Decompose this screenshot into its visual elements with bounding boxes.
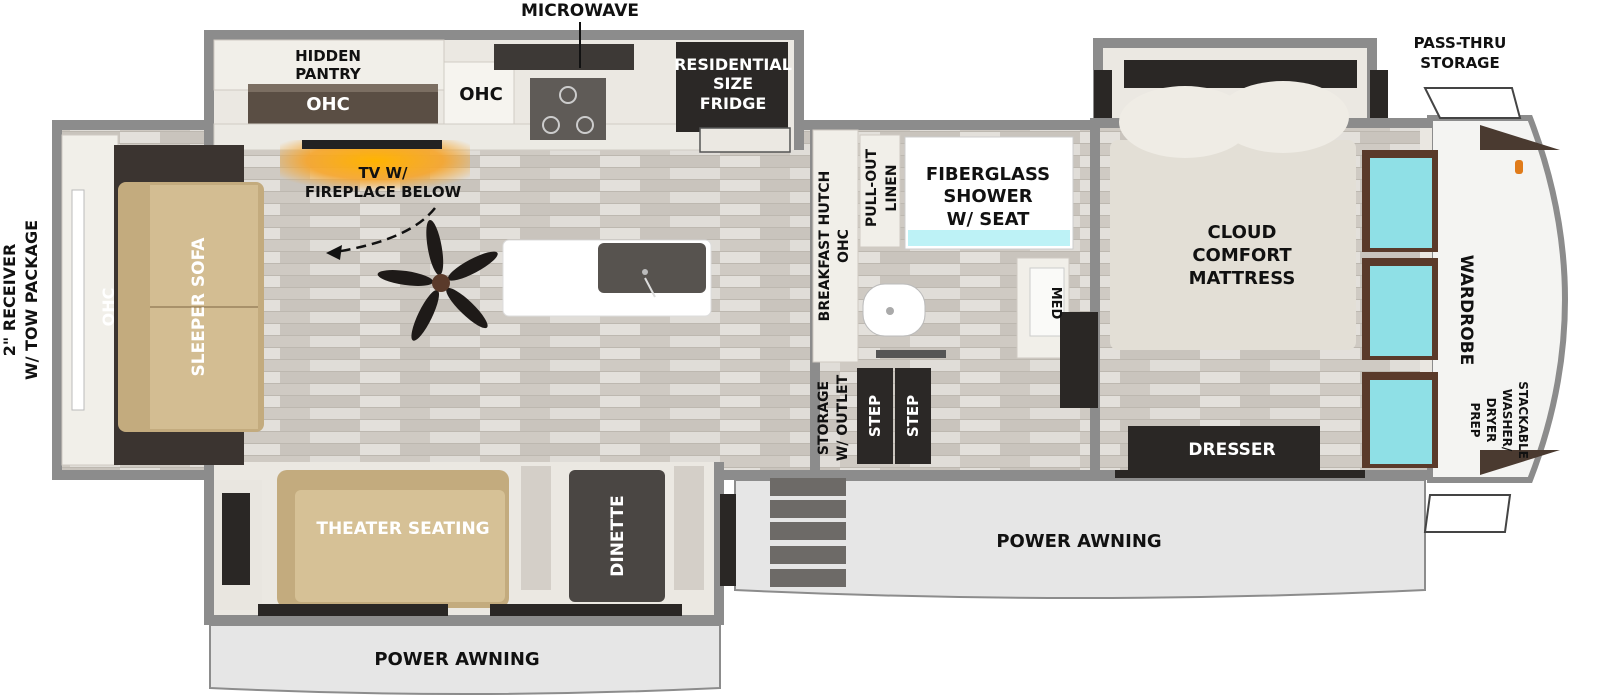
dinette-table xyxy=(569,470,665,602)
washer-dryer-label-3: DRYER xyxy=(1484,398,1498,443)
storage-outlet-label-2: W/ OUTLET xyxy=(835,374,851,461)
dresser-label: DRESSER xyxy=(1188,440,1275,460)
ohc-rear-label: OHC xyxy=(99,288,118,327)
breakfast-hutch-label-1: BREAKFAST HUTCH xyxy=(817,171,833,322)
receiver-label-2: W/ TOW PACKAGE xyxy=(22,220,41,380)
pillow-left xyxy=(1119,86,1251,158)
mattress-label-1: CLOUD xyxy=(1208,222,1277,243)
microwave-label: MICROWAVE xyxy=(521,1,639,21)
fridge-label-1: RESIDENTIAL xyxy=(674,55,792,74)
step-label-2: STEP xyxy=(904,395,922,437)
wardrobe-doors xyxy=(1362,150,1438,468)
ohc-kitchen-label: OHC xyxy=(459,84,503,105)
ohc-pantry-label: OHC xyxy=(306,94,350,115)
step-label-1: STEP xyxy=(866,395,884,437)
pass-thru-label-2: STORAGE xyxy=(1420,54,1500,72)
dinette-bench-right xyxy=(674,466,704,590)
washer-dryer-label-1: STACKABLE xyxy=(1516,381,1530,459)
power-awning-slide-label: POWER AWNING xyxy=(374,649,539,670)
power-awning-main-label: POWER AWNING xyxy=(996,531,1161,552)
pass-thru-door-top xyxy=(1423,87,1522,119)
tv-unit xyxy=(302,140,442,149)
med-label: MED xyxy=(1048,287,1063,320)
burner-icon xyxy=(559,86,577,104)
washer-dryer-label-4: PREP xyxy=(1468,402,1482,437)
breakfast-hutch-label-2: OHC xyxy=(836,229,852,263)
receiver-label-1: 2" RECEIVER xyxy=(0,244,19,357)
front-cap xyxy=(1427,115,1568,483)
shower-label-3: W/ SEAT xyxy=(947,209,1030,230)
shower-label-2: SHOWER xyxy=(943,186,1032,207)
ceiling-fan-icon xyxy=(377,219,498,341)
island-sink xyxy=(598,243,706,293)
wardrobe-label: WARDROBE xyxy=(1456,255,1476,365)
pullout-linen-label-2: LINEN xyxy=(884,164,900,211)
pass-thru-label-1: PASS-THRU xyxy=(1414,34,1507,52)
cooktop xyxy=(530,78,606,140)
microwave-unit xyxy=(494,44,634,70)
dresser-shape xyxy=(1128,426,1320,470)
breakfast-hutch xyxy=(812,129,859,363)
bed-headboard xyxy=(1124,60,1357,88)
dinette-bench-left xyxy=(521,466,551,590)
rear-ohc xyxy=(61,134,119,466)
dinette-label: DINETTE xyxy=(608,495,628,576)
fridge-unit xyxy=(676,42,788,132)
sleeper-sofa-label: SLEEPER SOFA xyxy=(189,237,209,377)
mattress-label-3: MATTRESS xyxy=(1189,268,1296,289)
mattress-label-2: COMFORT xyxy=(1192,245,1292,266)
theater-seating-label: THEATER SEATING xyxy=(316,519,489,539)
slide-awning xyxy=(209,624,721,695)
fridge-label-2: SIZE xyxy=(713,74,753,93)
shower-label-1: FIBERGLASS xyxy=(926,164,1050,185)
step-left xyxy=(857,368,893,464)
pantry-cabinet xyxy=(213,39,445,91)
pillow-right xyxy=(1217,81,1349,153)
washer-dryer-label-2: WASHER/ xyxy=(1500,389,1514,452)
hidden-pantry-label-1: HIDDEN xyxy=(295,47,361,65)
main-awning xyxy=(734,479,1426,599)
step-right xyxy=(895,368,931,464)
bed-shape xyxy=(1110,140,1356,350)
tv-swivel-arrow xyxy=(334,207,436,254)
fridge-label-3: FRIDGE xyxy=(700,94,767,113)
hidden-pantry-label-2: PANTRY xyxy=(295,65,362,83)
tv-fireplace-label-2: FIREPLACE BELOW xyxy=(305,183,462,201)
labels: MICROWAVE HIDDEN PANTRY OHC OHC RESIDENT… xyxy=(0,1,1530,670)
pass-thru-door-bottom xyxy=(1423,494,1512,533)
storage-outlet-label-1: STORAGE xyxy=(816,381,832,455)
entry-steps xyxy=(770,478,846,587)
tv-fireplace-label-1: TV W/ xyxy=(358,164,408,182)
toilet-shape xyxy=(862,283,926,337)
linen-cabinet xyxy=(859,134,901,248)
pullout-linen-label-1: PULL-OUT xyxy=(864,149,880,228)
